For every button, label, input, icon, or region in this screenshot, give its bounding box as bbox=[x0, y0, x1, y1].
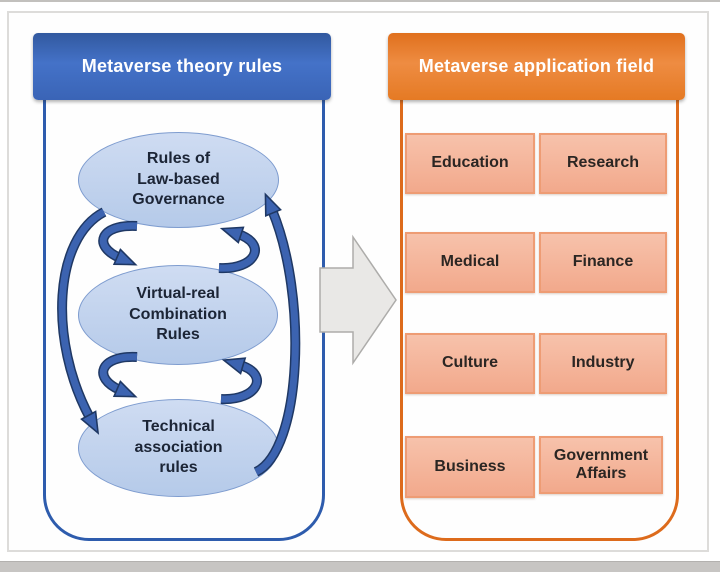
theory-panel-title: Metaverse theory rules bbox=[81, 56, 283, 76]
field-research: Research bbox=[539, 133, 667, 194]
node-label: Technical association rules bbox=[134, 418, 223, 477]
field-label: Education bbox=[431, 154, 509, 172]
application-panel-title: Metaverse application field bbox=[418, 56, 655, 76]
field-label: Business bbox=[434, 457, 506, 475]
field-label: Culture bbox=[442, 354, 498, 372]
field-business: Business bbox=[405, 436, 535, 498]
field-label: Research bbox=[566, 154, 640, 172]
field-label: Government Affairs bbox=[553, 446, 649, 482]
field-industry: Industry bbox=[539, 333, 667, 394]
field-government-affairs: Government Affairs bbox=[539, 436, 663, 494]
theory-panel-header: Metaverse theory rules bbox=[33, 33, 331, 100]
field-medical: Medical bbox=[405, 232, 535, 293]
field-label: Finance bbox=[572, 253, 634, 271]
page-top-edge bbox=[0, 0, 720, 2]
node-label: Virtual-real Combination Rules bbox=[129, 285, 227, 344]
node-label: Rules of Law-based Governance bbox=[132, 150, 225, 209]
field-label: Industry bbox=[571, 354, 635, 372]
field-label: Medical bbox=[440, 253, 500, 271]
application-fields-grid: Education Research Medical Finance Cultu… bbox=[405, 133, 667, 498]
field-finance: Finance bbox=[539, 232, 667, 293]
page-bottom-strip bbox=[0, 561, 720, 572]
field-culture: Culture bbox=[405, 333, 535, 394]
node-law-based-governance: Rules of Law-based Governance bbox=[78, 132, 279, 228]
node-technical-association: Technical association rules bbox=[78, 399, 279, 497]
node-virtual-real-combination: Virtual-real Combination Rules bbox=[78, 265, 278, 365]
application-panel-header: Metaverse application field bbox=[388, 33, 685, 100]
field-education: Education bbox=[405, 133, 535, 194]
